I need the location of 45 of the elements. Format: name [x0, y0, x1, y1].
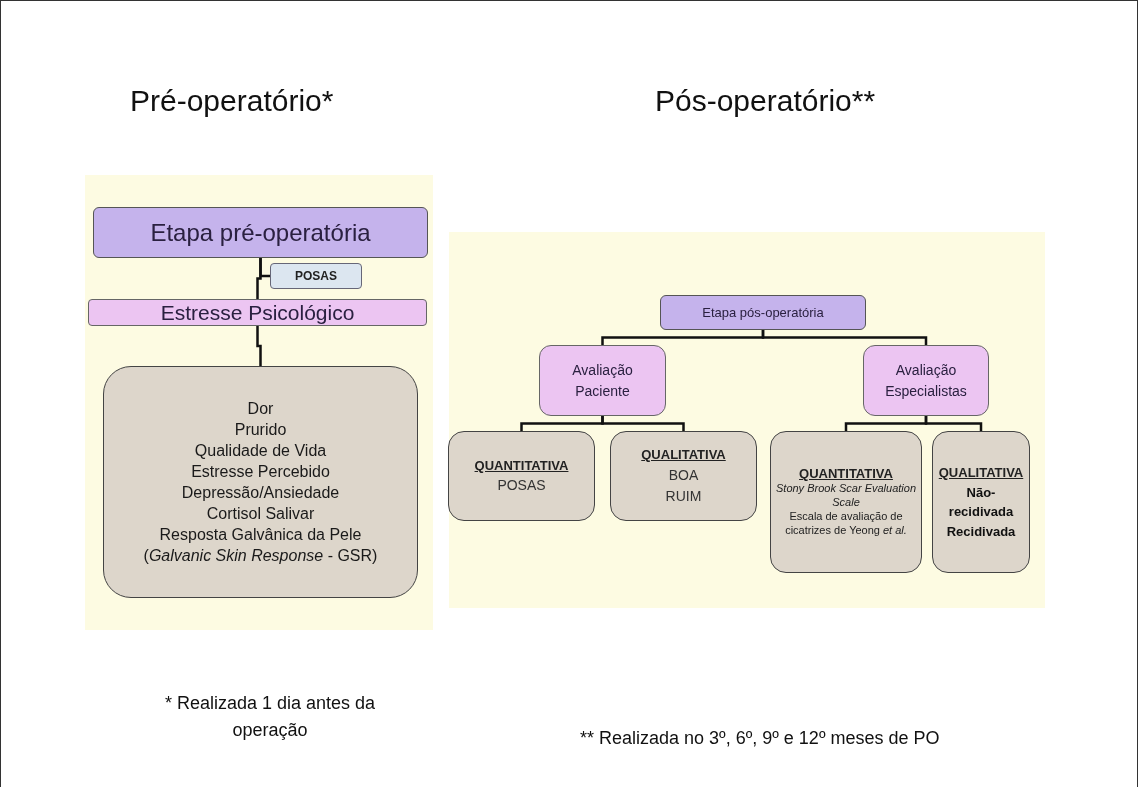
node-text: Resposta Galvânica da Pele — [159, 525, 362, 545]
node-text: (Galvanic Skin Response - GSR) — [143, 546, 378, 566]
method-box — [932, 431, 1030, 573]
node-text: Qualidade de Vida — [194, 441, 327, 461]
node-text: POSAS — [295, 268, 337, 285]
stress-box — [88, 299, 427, 326]
node-text: Etapa pós-operatória — [702, 303, 824, 322]
method-heading: QUALITATIVA — [938, 464, 1024, 482]
evaluation-box — [863, 345, 989, 416]
method-heading: QUALITATIVA — [641, 446, 726, 465]
method-box — [770, 431, 922, 573]
stage-box — [93, 207, 428, 258]
instrument-box — [270, 263, 362, 289]
node-text: Cortisol Salivar — [206, 504, 315, 524]
node-text: Etapa pré-operatória — [150, 217, 371, 248]
node-text: BOA — [668, 465, 699, 485]
footnote: * Realizada 1 dia antes da operação — [163, 692, 377, 742]
method-box — [448, 431, 595, 521]
section-title: Pós-operatório** — [655, 83, 876, 119]
node-text: Stony Brook Scar Evaluation Scale — [775, 481, 917, 509]
node-text: Dor — [247, 399, 274, 419]
node-text: Avaliação Especialistas — [884, 360, 968, 401]
connector-line — [256, 258, 262, 299]
method-heading: QUANTITATIVA — [799, 467, 893, 481]
connector-line — [761, 330, 928, 345]
method-box — [610, 431, 757, 521]
connector-line — [256, 326, 262, 366]
method-heading: QUANTITATIVA — [474, 456, 569, 475]
node-text: POSAS — [497, 476, 546, 496]
node-text: Não-recidivada — [947, 483, 1015, 521]
evaluation-box — [539, 345, 666, 416]
node-text: Recidivada — [946, 522, 1016, 541]
node-text: Estresse Percebido — [191, 462, 330, 482]
node-text: Escala de avaliação de cicatrizes de Yeong et al. — [784, 509, 908, 537]
node-text: Depressão/Ansiedade — [181, 483, 340, 503]
footnote: ** Realizada no 3º, 6º, 9º e 12º meses de PO — [580, 727, 940, 750]
connector-line — [601, 416, 685, 431]
node-text: Estresse Psicológico — [160, 299, 355, 326]
node-text: RUIM — [665, 486, 702, 506]
node-text: Avaliação Paciente — [571, 360, 634, 401]
section-title: Pré-operatório* — [130, 83, 334, 119]
node-text: Prurido — [234, 420, 287, 440]
connector-line — [924, 416, 983, 431]
measures-box — [103, 366, 418, 598]
stage-box — [660, 295, 866, 330]
